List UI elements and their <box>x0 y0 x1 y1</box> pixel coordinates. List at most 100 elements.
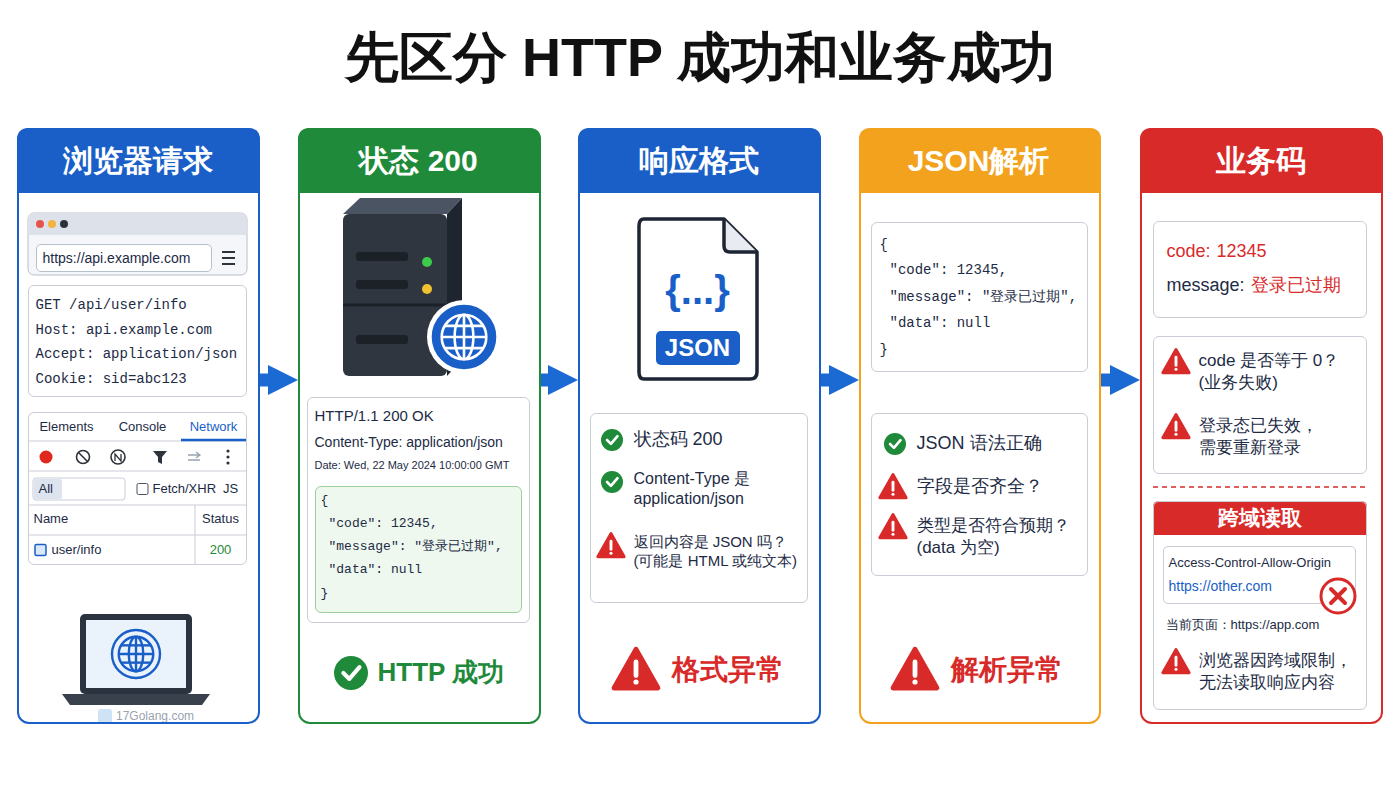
globe-outline <box>442 315 487 360</box>
warning-bang <box>892 482 895 490</box>
clear-icon-slash <box>79 453 88 462</box>
devtools-tab: Elements <box>39 419 93 435</box>
warning-dot <box>912 679 917 684</box>
globe-equator <box>119 653 154 655</box>
verdict-text: 格式异常 <box>672 653 784 687</box>
globe-latitude <box>121 661 151 663</box>
column-divider <box>195 505 196 564</box>
warning-dot <box>609 552 612 555</box>
watermark: 17Golang.com <box>116 709 194 723</box>
parse-panel: JSON解析解析异常{"code": 12345,"message": "登录已… <box>859 128 1101 724</box>
json-line: "message": "登录已过期", <box>890 288 1078 305</box>
warning-item: 返回内容是 JSON 吗？ (可能是 HTML 或纯文本) <box>634 532 804 571</box>
warning-dot <box>1174 668 1177 671</box>
window-dot <box>36 220 44 228</box>
warning-icon <box>1163 415 1189 438</box>
warning-icon <box>614 649 658 688</box>
check-item: JSON 语法正确 <box>917 433 1042 455</box>
status-panel: 状态 200HTTP 成功HTTP/1.1 200 OKContent-Type… <box>298 128 541 724</box>
field-key: code: <box>1167 241 1211 263</box>
check-icon <box>884 433 906 455</box>
warning-icon <box>598 534 624 557</box>
json-line: "data": null <box>890 314 991 331</box>
origin-note: 当前页面：https://app.com <box>1166 617 1320 633</box>
more-icon-dot <box>226 449 229 452</box>
server-top <box>343 198 462 214</box>
globe-halo <box>427 300 501 374</box>
panel-header-bar <box>17 128 260 193</box>
check-mark <box>890 440 900 448</box>
checkbox <box>137 484 148 495</box>
code-box: code:12345message:登录已过期 <box>1153 221 1367 318</box>
json-body-box: {"code": 12345, "message": "登录已过期", "data"… <box>871 222 1088 372</box>
status-led <box>422 257 432 267</box>
request-header: Accept: application/json <box>36 345 238 362</box>
drive-slot <box>356 280 408 289</box>
error-icon <box>1321 579 1355 613</box>
filter-option: JS <box>223 481 238 497</box>
json-line: "code": 12345, <box>890 261 1008 278</box>
warning-item: 字段是否齐全？ <box>917 476 1043 498</box>
file-type-badge: JSON <box>665 333 730 362</box>
warning-dot <box>891 493 894 496</box>
json-line: { <box>321 493 329 509</box>
file-body <box>639 219 757 379</box>
field-value: 登录已过期 <box>1251 275 1341 297</box>
response-header: Content-Type: application/json <box>315 433 503 450</box>
globe-latitude <box>445 325 483 328</box>
more-icon-dot <box>226 455 229 458</box>
response-header: Date: Wed, 22 May 2024 10:00:00 GMT <box>315 459 510 472</box>
file-fold <box>724 219 757 252</box>
menu-icon-bar <box>222 263 235 265</box>
url-text: https://api.example.com <box>43 249 191 266</box>
throttle-icon <box>111 450 125 464</box>
request-header: Cookie: sid=abc123 <box>36 370 187 387</box>
business-panel: 业务码code:12345message:登录已过期code 是否等于 0？ (… <box>1140 128 1383 724</box>
check-list-box: code 是否等于 0？ (业务失败) 登录态已失效， 需要重新登录 <box>1153 336 1367 474</box>
warning-dot <box>1174 433 1177 436</box>
panel-title: 响应格式 <box>639 143 759 179</box>
warning-icon <box>893 649 937 688</box>
warning-dot <box>1174 368 1177 371</box>
devtools-panel: ElementsConsoleNetworkAllFetch/XHRJSName… <box>28 412 247 565</box>
warning-bang <box>634 662 639 676</box>
menu-icon-bar <box>222 257 235 259</box>
check-icon <box>334 656 368 690</box>
filter-icon <box>153 451 167 464</box>
check-mark <box>607 478 617 486</box>
json-line: { <box>880 236 888 253</box>
panel-header-bar <box>859 128 1101 193</box>
field-key: message: <box>1167 275 1245 297</box>
cors-box: 跨域读取当前页面：https://app.com浏览器因跨域限制， 无法读取响应… <box>1153 501 1367 710</box>
box-header-bar <box>1153 501 1367 535</box>
warning-bang <box>610 541 613 549</box>
active-tab-underline <box>181 439 246 442</box>
warning-bang <box>913 662 918 676</box>
warning-dot <box>633 679 638 684</box>
json-line: } <box>880 341 888 358</box>
filter-highlight <box>34 479 62 499</box>
row-divider <box>28 441 247 442</box>
throttle-icon-mark <box>115 454 121 461</box>
laptop-base <box>62 694 210 705</box>
check-list-box: JSON 语法正确字段是否齐全？类型是否符合预期？ (data 为空) <box>871 413 1088 576</box>
header-value: https://other.com <box>1169 577 1273 594</box>
globe-equator <box>442 336 487 339</box>
flow-arrow <box>821 374 838 387</box>
warning-dot <box>891 533 894 536</box>
panel-title: 浏览器请求 <box>63 143 213 179</box>
warning-item: 登录态已失效， 需要重新登录 <box>1199 415 1349 459</box>
browser-titlebar <box>28 213 247 235</box>
filter-option: Fetch/XHR <box>153 481 217 497</box>
check-icon <box>601 429 623 451</box>
json-body-box: {"code": 12345,"message": "登录已过期","data"… <box>315 486 522 613</box>
warning-item: code 是否等于 0？ (业务失败) <box>1199 350 1359 394</box>
verdict-text: HTTP 成功 <box>378 657 505 688</box>
window-dot <box>60 220 68 228</box>
row-divider <box>28 471 247 472</box>
check-mark <box>607 436 617 444</box>
browser-window <box>28 213 247 275</box>
table-header: Status <box>202 511 239 527</box>
laptop-screen <box>80 614 192 694</box>
request-header: Host: api.example.com <box>36 321 212 338</box>
